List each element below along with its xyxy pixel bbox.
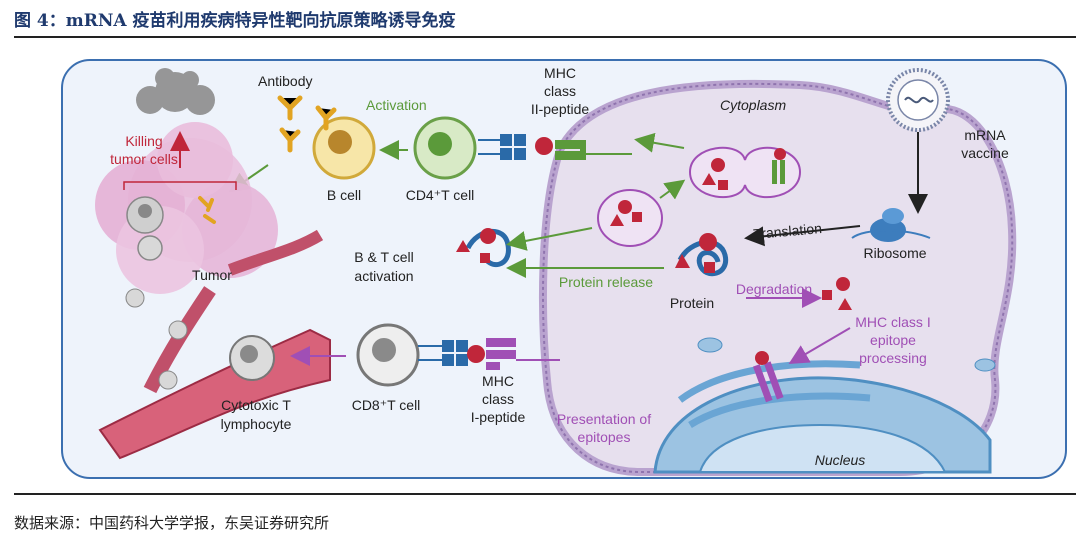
label-killing-2: tumor cells	[110, 151, 178, 167]
label-mhc2-2: class	[544, 83, 576, 99]
label-mrna-1: mRNA	[964, 127, 1006, 143]
label-cytoplasm: Cytoplasm	[720, 97, 786, 113]
title-rule	[14, 36, 1076, 38]
tcr-cd8	[418, 340, 468, 366]
label-degradation: Degradation	[736, 281, 812, 297]
label-nucleus: Nucleus	[815, 452, 866, 468]
mhc1-complex	[467, 338, 560, 370]
source-rule	[14, 493, 1076, 495]
label-mhc1-proc-1: MHC class I	[855, 314, 930, 330]
label-b-cell: B cell	[327, 187, 361, 203]
cytotoxic-t-lymphocyte	[229, 335, 275, 381]
label-mhc1-1: MHC	[482, 373, 514, 389]
label-mhc2-3: II-peptide	[531, 101, 590, 117]
label-presentation-1: Presentation of	[557, 411, 651, 427]
mhc2-complex	[535, 137, 632, 160]
label-activation: Activation	[366, 97, 427, 113]
peptide-fragments	[822, 277, 852, 310]
label-protein-release: Protein release	[559, 274, 653, 290]
ribosome	[851, 208, 931, 242]
vesicle-double	[688, 146, 802, 199]
label-mrna-2: vaccine	[961, 145, 1009, 161]
label-tumor: Tumor	[192, 267, 232, 283]
label-ctl-1: Cytotoxic T	[221, 397, 291, 413]
cd8-t-cell	[356, 323, 420, 387]
vesicle-left	[597, 189, 663, 247]
label-antibody: Antibody	[258, 73, 312, 89]
tcr-cd4	[478, 134, 526, 160]
label-bt-1: B & T cell	[354, 249, 413, 265]
label-mhc1-proc-3: processing	[859, 350, 927, 366]
label-mhc1-3: I-peptide	[471, 409, 526, 425]
b-cell	[312, 116, 376, 180]
label-cd4-cell: CD4⁺T cell	[406, 187, 475, 203]
label-cd8-cell: CD8⁺T cell	[352, 397, 421, 413]
mhc1-er	[752, 351, 784, 403]
label-presentation-2: epitopes	[578, 429, 631, 445]
protein-center	[675, 233, 729, 277]
tumor-debris	[136, 68, 215, 115]
mrna-vaccine-particle	[886, 68, 950, 132]
antibodies	[277, 95, 337, 153]
label-bt-2: activation	[354, 268, 413, 284]
label-mhc2-1: MHC	[544, 65, 576, 81]
translation-arrow	[744, 225, 861, 247]
figure-title: 图 4：mRNA 疫苗利用疾病特异性靶向抗原策略诱导免疫	[14, 11, 456, 31]
label-mhc1-2: class	[482, 391, 514, 407]
label-mhc1-proc-2: epitope	[870, 332, 916, 348]
label-ribosome: Ribosome	[863, 245, 926, 261]
nucleus	[653, 360, 992, 474]
figure-source: 数据来源：中国药科大学学报，东吴证券研究所	[14, 514, 330, 532]
label-ctl-2: lymphocyte	[221, 416, 292, 432]
label-killing-1: Killing	[125, 133, 162, 149]
cd4-t-cell	[413, 116, 477, 180]
label-translation: Translation	[753, 220, 823, 242]
label-protein: Protein	[670, 295, 714, 311]
